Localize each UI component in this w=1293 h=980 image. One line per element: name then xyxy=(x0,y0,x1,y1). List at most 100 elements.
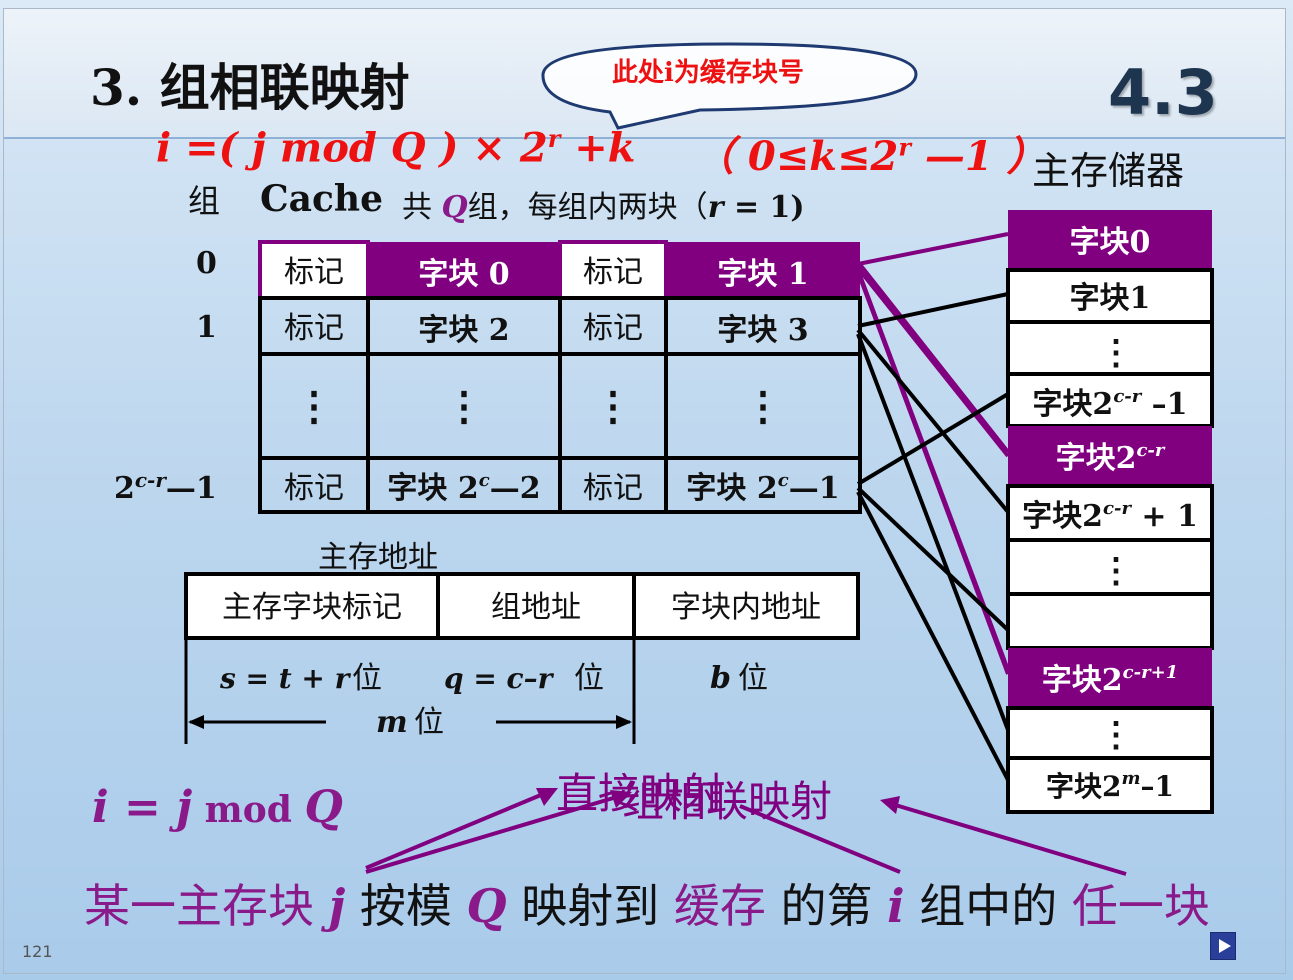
arrow-j-to-direct xyxy=(365,790,549,870)
line-b0-mem4 xyxy=(856,260,1010,454)
address-format: 主存字块标记 组地址 字块内地址 s = t + r 位 q = c–r 位 b… xyxy=(184,572,860,744)
cache-dots-1: ⋮ xyxy=(294,383,334,430)
mod-equation-mod: mod xyxy=(192,789,305,831)
cache-desc-Q: Q xyxy=(441,190,468,225)
formula-exponent: r xyxy=(547,124,561,153)
main-memory-column: 字块0 字块1 ⋮ 字块2c-r –1 字块2c-r 字块2c-r + 1 ⋮ … xyxy=(1006,210,1214,814)
line-g1-mem1 xyxy=(857,292,1009,328)
group-last-base: 2 xyxy=(114,471,135,506)
bottom-arrows xyxy=(365,788,1127,876)
mem-block-4-text: 字块2c-r xyxy=(1056,440,1166,476)
cache-table: 标记 字块 0 标记 字块 1 标记 字块 2 标记 字块 3 ⋮ ⋮ ⋮ ⋮ … xyxy=(258,240,862,514)
sentence-part-4: 的第 xyxy=(780,879,873,933)
group-column-label: 组 xyxy=(188,182,221,220)
cache-block-3-text: 字块 3 xyxy=(717,313,808,348)
line-b1-mem0 xyxy=(857,232,1009,266)
cache-block-last0-text: 字块 2c—2 xyxy=(387,470,540,506)
speech-bubble-text: 此处i为缓存块号 xyxy=(612,58,804,88)
cache-block-last1-text: 字块 2c—1 xyxy=(686,470,839,506)
arrow-j-to-set-head xyxy=(610,790,632,808)
q-bits: 位 xyxy=(574,661,604,696)
mem-dots-3: ⋮ xyxy=(1099,715,1133,755)
cache-block-1 xyxy=(666,242,860,298)
mapping-formula: i =( j mod Q ) × 2r +k xyxy=(156,124,636,171)
mod-equation: i = j mod Q xyxy=(92,782,343,833)
sentence-any-block: 任一块 xyxy=(1071,879,1210,933)
mem-block-3-text: 字块2c-r –1 xyxy=(1032,386,1187,422)
formula-head: i =( j mod Q ) × 2 xyxy=(156,124,548,172)
mem-block-0-text: 字块0 xyxy=(1070,225,1151,260)
cache-block-last1-tail: —1 xyxy=(789,471,840,506)
mem-group-1 xyxy=(1006,268,1214,428)
m-bits: 位 xyxy=(414,705,444,740)
s-equation: s = t + r xyxy=(219,662,352,695)
cache-block-0-text: 字块 0 xyxy=(418,257,509,292)
mem-block-3-tail: –1 xyxy=(1141,387,1187,422)
mem-block-0 xyxy=(1008,210,1212,270)
cache-block-last0-tail: —2 xyxy=(490,471,541,506)
cache-description: 共 Q组，每组内两块（r = 1) xyxy=(402,182,805,226)
sentence-i: i xyxy=(887,879,905,933)
slide-title: 3. 组相联映射 xyxy=(90,58,410,117)
s-bits: 位 xyxy=(352,661,382,696)
speech-bubble xyxy=(541,42,918,130)
arrow-j-to-set xyxy=(365,794,621,874)
mem-group-2 xyxy=(1006,484,1214,650)
arrow-any-to-set-head xyxy=(880,796,900,814)
address-field-set: 组地址 xyxy=(491,590,581,625)
cache-tag-lb-text: 标记 xyxy=(583,471,643,506)
cache-block-last0-base: 字块 2 xyxy=(387,471,478,506)
mem-block-8 xyxy=(1008,648,1212,708)
cache-block-1-text: 字块 1 xyxy=(717,257,808,292)
cache-block-2-text: 字块 2 xyxy=(418,313,509,348)
cache-desc-r: r xyxy=(707,190,724,225)
group-0-label: 0 xyxy=(196,246,217,281)
cache-tag-0b xyxy=(558,240,668,300)
range-exponent: r xyxy=(898,132,911,162)
mem-block-8-text: 字块2c-r+1 xyxy=(1042,662,1178,698)
address-field-tag: 主存字块标记 xyxy=(222,590,402,625)
q-equation: q = c–r xyxy=(444,662,555,695)
mem-dots-2: ⋮ xyxy=(1099,551,1133,591)
address-label: 主存地址 xyxy=(318,540,438,575)
mem-block-4-base: 字块2 xyxy=(1056,441,1137,476)
mem-dots-1: ⋮ xyxy=(1099,333,1133,373)
cache-tag-1a-text: 标记 xyxy=(284,311,344,346)
cache-tag-0b-text: 标记 xyxy=(583,255,643,290)
cache-tag-1b-text: 标记 xyxy=(583,311,643,346)
main-memory-label: 主存储器 xyxy=(1032,149,1185,193)
cache-block-last1-sup: c xyxy=(778,470,789,491)
cache-block-last1-base: 字块 2 xyxy=(686,471,777,506)
b-bits: 位 xyxy=(738,661,768,696)
cache-desc-c: = 1) xyxy=(723,190,805,225)
cache-tag-0a-text: 标记 xyxy=(284,255,344,290)
b-variable: b xyxy=(710,661,731,696)
mem-block-8-base: 字块2 xyxy=(1042,663,1123,698)
sentence-cache: 缓存 xyxy=(673,879,766,933)
cache-tag-la-text: 标记 xyxy=(284,471,344,506)
set-assoc-label: 组相联映射 xyxy=(622,777,833,826)
formula-range: （ 0≤k≤2r —1 ） xyxy=(694,124,1047,182)
group-last-label: 2c-r—1 xyxy=(114,468,217,506)
range-tail: —1 ） xyxy=(911,133,1047,180)
mem-block-5-tail: + 1 xyxy=(1131,499,1198,534)
mem-block-4 xyxy=(1008,426,1212,486)
mod-equation-a: i = j xyxy=(92,782,193,833)
cache-dots-4: ⋮ xyxy=(743,383,783,430)
mem-block-4-sup: c-r xyxy=(1136,440,1165,461)
section-number: 4.3 xyxy=(1108,56,1218,129)
cache-desc-b: 组，每组内两块（ xyxy=(467,190,708,225)
sentence-part-3: 映射到 xyxy=(521,879,660,933)
mapping-lines xyxy=(856,232,1010,781)
mem-block-3-base: 字块2 xyxy=(1032,387,1113,422)
formula-tail: +k xyxy=(560,124,636,172)
mem-block-last-base: 字块2 xyxy=(1046,770,1121,803)
sentence-part-5: 组中的 xyxy=(919,879,1058,933)
group-last-sup: c-r xyxy=(134,468,166,492)
line-b0-mem8 xyxy=(856,269,1010,671)
next-slide-button[interactable] xyxy=(1210,932,1236,960)
line-gl-mem3 xyxy=(856,392,1010,486)
mem-block-last-sup: m xyxy=(1121,768,1140,789)
line-g1-mem5 xyxy=(856,328,1010,514)
page-number: 121 xyxy=(22,942,53,961)
